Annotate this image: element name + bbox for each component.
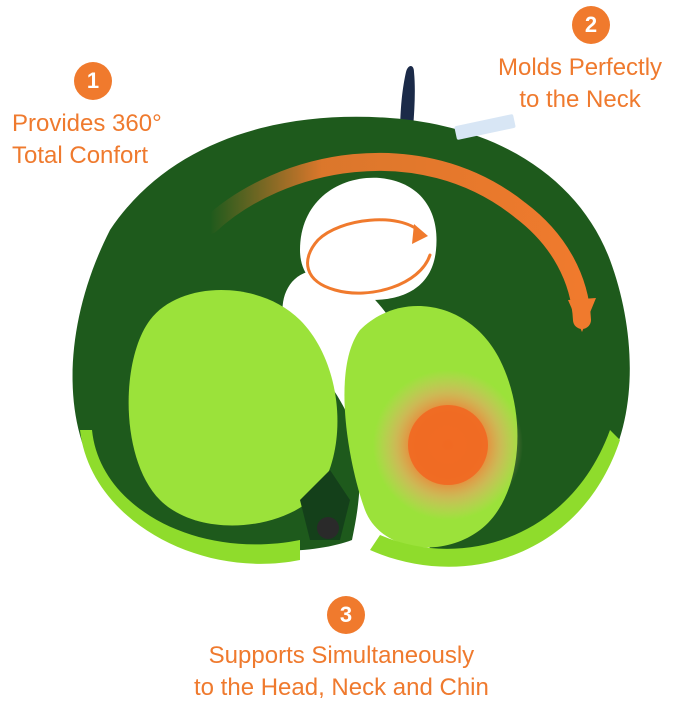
pillow-left-lobe	[128, 290, 338, 526]
pillow-center-hole	[300, 177, 437, 300]
feature-2-line-2: to the Neck	[519, 86, 641, 113]
pressure-glow-icon	[373, 370, 523, 520]
brand-tag	[454, 114, 516, 140]
feature-1-badge: 1	[74, 62, 112, 100]
feature-3-badge: 3	[327, 596, 365, 634]
molding-arc-head	[568, 298, 596, 332]
molding-arc	[201, 152, 591, 329]
rotation-arrow-icon	[306, 218, 432, 295]
feature-2-text: Molds Perfectly to the Neck	[498, 52, 662, 116]
feature-2-badge: 2	[572, 6, 610, 44]
feature-3-text: Supports Simultaneously to the Head, Nec…	[194, 640, 489, 704]
pillow-bottom-rim-left	[80, 430, 300, 564]
feature-3-line-2: to the Head, Neck and Chin	[194, 674, 489, 701]
feature-3-line-1: Supports Simultaneously	[208, 642, 475, 669]
feature-2-line-1: Molds Perfectly	[498, 54, 663, 81]
feature-1-line-1: Provides 360°	[12, 110, 162, 137]
snap-button	[317, 517, 339, 539]
pillow-bottom-rim-right	[370, 430, 620, 567]
feature-1-line-2: Total Confort	[12, 142, 149, 169]
feature-1-text: Provides 360° Total Confort	[12, 108, 162, 172]
